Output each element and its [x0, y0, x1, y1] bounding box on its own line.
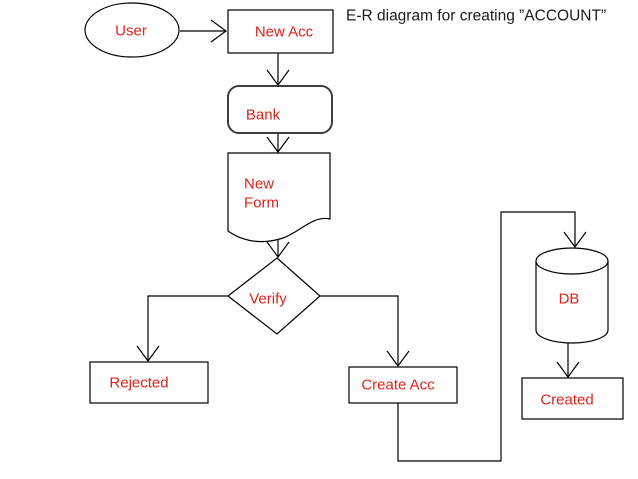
new-form-label-line2: Form: [244, 195, 279, 212]
node-db: DB: [535, 247, 609, 344]
user-ellipse-shape: [84, 2, 180, 58]
db-label: DB: [559, 291, 580, 308]
node-create-acc: Create Acc: [348, 366, 458, 404]
created-rectangle-shape: [521, 377, 624, 420]
node-new-form: New Form: [227, 152, 331, 243]
rejected-rectangle-shape: [89, 361, 209, 404]
bank-label: Bank: [246, 107, 281, 124]
node-new-acc: New Acc: [227, 9, 334, 54]
db-cylinder-body-shape: [535, 261, 609, 344]
diagram-title: E-R diagram for creating ”ACCOUNT”: [346, 8, 606, 25]
node-rejected: Rejected: [89, 361, 209, 404]
verify-label: Verify: [249, 291, 287, 308]
new-acc-rectangle-shape: [227, 9, 334, 54]
rejected-label: Rejected: [109, 375, 168, 392]
edges-layer: [148, 31, 575, 462]
node-bank: Bank: [227, 85, 333, 134]
create-acc-rectangle-shape: [348, 366, 458, 404]
node-verify: Verify: [227, 257, 321, 335]
create-acc-label: Create Acc: [361, 377, 435, 394]
db-cylinder-top-shape: [535, 247, 609, 275]
created-label: Created: [540, 392, 593, 409]
node-user: User: [84, 2, 180, 58]
node-created: Created: [521, 377, 624, 420]
edge-create-acc-to-db: [397, 211, 575, 462]
bank-rounded-rectangle-shape: [227, 85, 333, 134]
new-form-document-shape: [227, 152, 331, 243]
new-form-label-line1: New: [244, 176, 274, 193]
edge-verify-to-rejected: [148, 295, 228, 361]
new-acc-label: New Acc: [255, 24, 314, 41]
edge-verify-to-create-acc: [320, 295, 398, 366]
verify-diamond-shape: [227, 257, 321, 335]
user-label: User: [115, 23, 147, 40]
